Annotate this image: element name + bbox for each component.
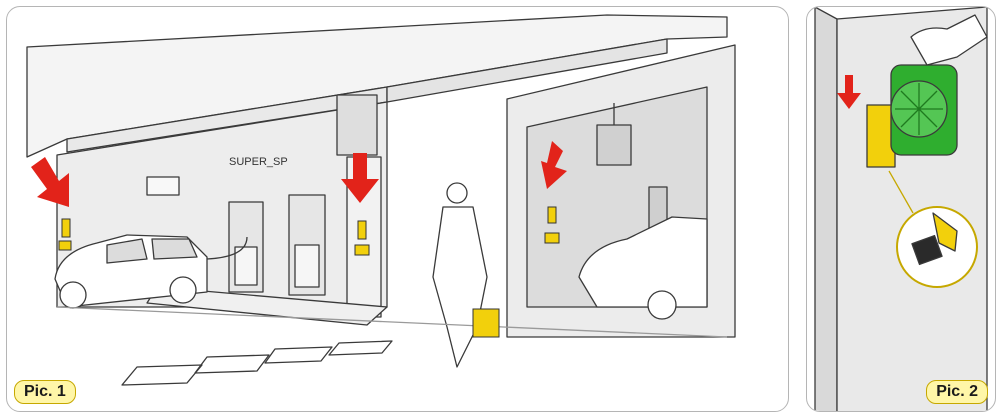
pic1-label: Pic. 1 — [14, 380, 76, 404]
pic1-panel: SUPER_SP Pic. 1 — [6, 6, 789, 412]
down-arrow-icon — [31, 141, 567, 207]
down-arrow-icon — [837, 75, 861, 109]
canister-mounting-illustration — [814, 7, 988, 411]
wall-bracket-icon — [58, 206, 560, 256]
battery-canister-icon — [472, 308, 500, 338]
pic2-label: Pic. 2 — [926, 380, 988, 404]
pic2-panel: Pic. 2 — [806, 6, 996, 412]
gas-station-illustration: SUPER_SP — [26, 14, 736, 386]
station-sign: SUPER_SP — [229, 156, 288, 168]
